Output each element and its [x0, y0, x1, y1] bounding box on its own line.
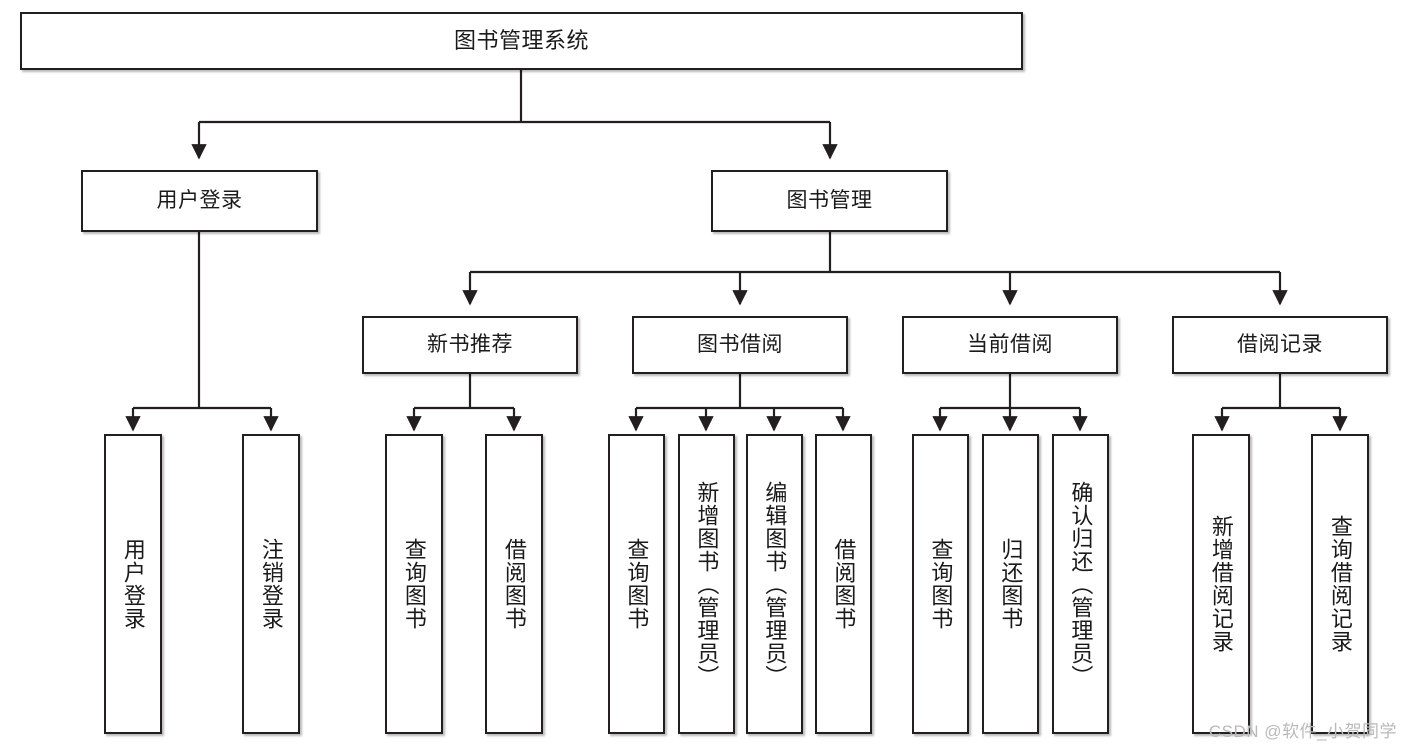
node-book-management[interactable]: 图书管理 — [711, 170, 948, 232]
node-label: 图书管理 — [786, 188, 873, 212]
leaf-add-book-admin[interactable]: 新增图书（管理员） — [678, 434, 735, 734]
leaf-return-book[interactable]: 归还图书 — [982, 434, 1039, 734]
node-label: 新增借阅记录 — [1208, 515, 1234, 653]
leaf-user-logout[interactable]: 注销登录 — [242, 434, 300, 734]
node-label: 用户登录 — [120, 538, 146, 630]
node-label: 查询图书 — [928, 538, 954, 630]
leaf-borrow-query-book[interactable]: 查询图书 — [608, 434, 665, 734]
leaf-add-borrow-record[interactable]: 新增借阅记录 — [1192, 434, 1250, 734]
node-label: 注销登录 — [258, 538, 284, 630]
node-label: 查询图书 — [401, 538, 427, 630]
node-user-login[interactable]: 用户登录 — [81, 170, 318, 232]
node-current-borrow[interactable]: 当前借阅 — [902, 316, 1118, 374]
node-label: 借阅记录 — [1237, 332, 1323, 356]
leaf-new-book-borrow[interactable]: 借阅图书 — [485, 434, 543, 734]
node-label: 新增图书（管理员） — [694, 480, 720, 688]
node-book-borrow[interactable]: 图书借阅 — [632, 316, 848, 374]
node-label: 查询图书 — [624, 538, 650, 630]
node-label: 编辑图书（管理员） — [762, 480, 788, 688]
node-root-system[interactable]: 图书管理系统 — [20, 12, 1023, 70]
node-label: 确认归还（管理员） — [1068, 480, 1094, 688]
node-new-book-recommend[interactable]: 新书推荐 — [362, 316, 578, 374]
leaf-query-borrow-record[interactable]: 查询借阅记录 — [1311, 434, 1369, 734]
node-label: 图书管理系统 — [453, 28, 589, 54]
node-label: 查询借阅记录 — [1327, 515, 1353, 653]
node-label: 新书推荐 — [427, 332, 513, 356]
node-label: 借阅图书 — [831, 538, 857, 630]
node-label: 图书借阅 — [697, 332, 783, 356]
leaf-edit-book-admin[interactable]: 编辑图书（管理员） — [746, 434, 803, 734]
leaf-confirm-return-admin[interactable]: 确认归还（管理员） — [1052, 434, 1109, 734]
leaf-borrow-book[interactable]: 借阅图书 — [815, 434, 872, 734]
node-label: 用户登录 — [156, 188, 243, 212]
watermark-text: CSDN @软件_小贺同学 — [1208, 722, 1397, 741]
leaf-new-book-query[interactable]: 查询图书 — [385, 434, 443, 734]
node-label: 当前借阅 — [967, 332, 1053, 356]
leaf-current-query-book[interactable]: 查询图书 — [912, 434, 969, 734]
leaf-user-login[interactable]: 用户登录 — [104, 434, 162, 734]
node-label: 借阅图书 — [501, 538, 527, 630]
node-label: 归还图书 — [998, 538, 1024, 630]
node-borrow-record[interactable]: 借阅记录 — [1172, 316, 1388, 374]
